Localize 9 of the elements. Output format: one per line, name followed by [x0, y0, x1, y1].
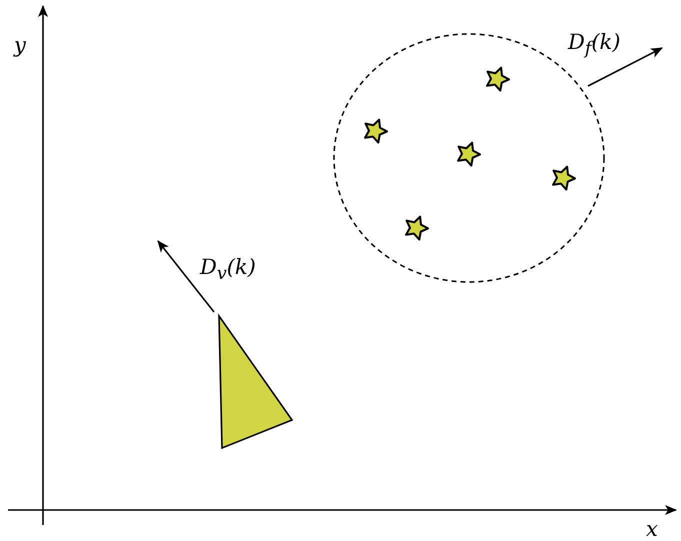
- edge-label: D$_{f}$(k): [566, 31, 622, 60]
- star-icon: [455, 141, 481, 167]
- arrow: [588, 47, 663, 87]
- star-icon: [484, 66, 510, 92]
- star-icon: [403, 215, 429, 241]
- star-icon: [550, 165, 576, 191]
- star-icon: [362, 118, 388, 144]
- arrow: [157, 240, 215, 312]
- triangle-shape: [216, 314, 294, 450]
